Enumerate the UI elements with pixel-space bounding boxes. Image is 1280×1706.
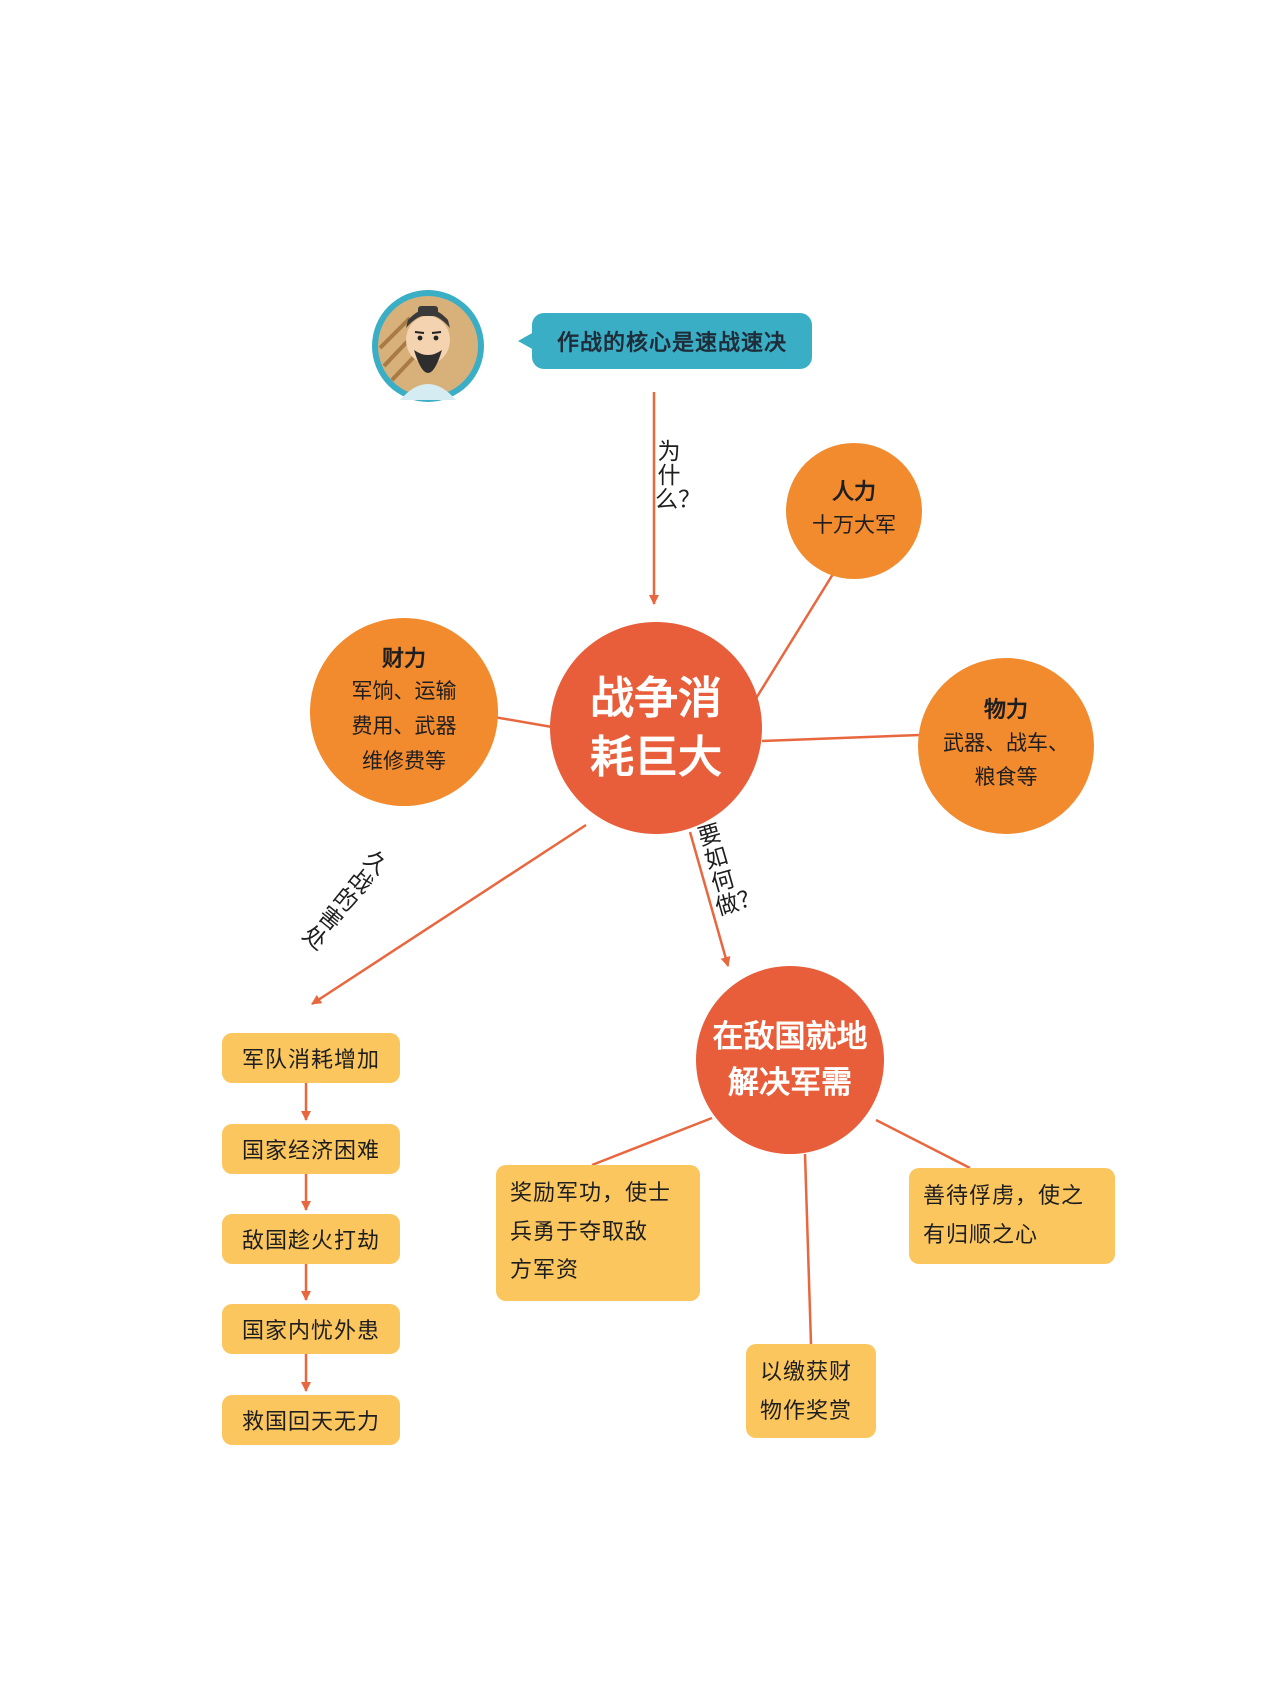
node-money-line: 费用、武器 [351, 713, 457, 738]
harm-chain-step: 国家内忧外患 [222, 1304, 400, 1354]
solution-item-line: 物作奖赏 [760, 1398, 853, 1424]
node-goods: 物力 武器、战车、 粮食等 [918, 658, 1094, 834]
node-money-line: 维修费等 [362, 748, 446, 773]
arrow-howto [688, 831, 731, 967]
line-money [493, 715, 553, 729]
line-goods [761, 733, 921, 743]
node-money-title: 财力 [381, 646, 426, 672]
speech-bubble-text: 作战的核心是速战速决 [556, 331, 787, 356]
node-goods-title: 物力 [983, 698, 1028, 724]
harm-chain-step: 国家经济困难 [222, 1124, 400, 1174]
line-reward [591, 1116, 713, 1167]
line-people [753, 573, 835, 701]
node-money: 财力 军饷、运输 费用、武器 维修费等 [310, 618, 498, 806]
arrow-harm [311, 823, 587, 1006]
solution-item-reward: 奖励军功，使士 兵勇于夺取敌 方军资 [496, 1165, 700, 1301]
line-spoils [803, 1153, 813, 1345]
node-center-line: 耗巨大 [590, 732, 722, 783]
sage-portrait-icon [372, 290, 484, 402]
solution-item-line: 善待俘虏，使之 [923, 1184, 1085, 1209]
solution-item-spoils: 以缴获财 物作奖赏 [746, 1344, 876, 1438]
speech-bubble: 作战的核心是速战速决 [532, 313, 812, 369]
node-center: 战争消 耗巨大 [550, 622, 762, 834]
solution-item-line: 方军资 [510, 1258, 580, 1283]
node-people: 人力 十万大军 [786, 443, 922, 579]
harm-chain-step: 救国回天无力 [222, 1395, 400, 1445]
harm-chain-step: 军队消耗增加 [222, 1033, 400, 1083]
node-people-title: 人力 [831, 480, 876, 506]
node-goods-line: 粮食等 [974, 765, 1038, 790]
node-people-body: 十万大军 [812, 512, 896, 537]
node-goods-line: 武器、战车、 [943, 730, 1069, 755]
node-solution: 在敌国就地 解决军需 [696, 966, 884, 1154]
solution-item-line: 奖励军功，使士 [510, 1181, 672, 1206]
node-money-line: 军饷、运输 [351, 679, 457, 704]
edge-label-why: 为什么？ [655, 439, 701, 514]
solution-item-captive: 善待俘虏，使之 有归顺之心 [909, 1168, 1115, 1264]
solution-item-line: 以缴获财 [760, 1360, 853, 1385]
solution-item-line: 有归顺之心 [923, 1222, 1039, 1248]
harm-chain-step: 敌国趁火打劫 [222, 1214, 400, 1264]
speech-bubble-tail [518, 332, 534, 350]
solution-item-line: 兵勇于夺取敌 [510, 1219, 649, 1245]
node-center-line: 战争消 [590, 672, 722, 724]
node-solution-line: 解决军需 [728, 1065, 852, 1101]
line-captive [875, 1118, 971, 1170]
node-solution-line: 在敌国就地 [712, 1018, 868, 1055]
